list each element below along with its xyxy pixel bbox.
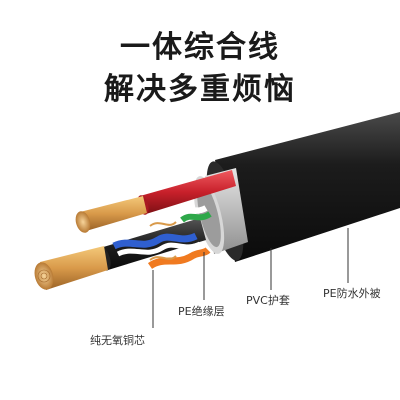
callout-pe-insulation: PE绝缘层 (178, 305, 225, 318)
callout-lines (152, 228, 349, 328)
callout-copper: 纯无氧铜芯 (90, 334, 145, 347)
headline-line-2: 解决多重烦恼 (104, 72, 296, 107)
headline-line-1: 一体综合线 (120, 30, 280, 65)
red-power-wire (75, 170, 236, 233)
callout-pvc-sheath: PVC护套 (246, 294, 290, 307)
callout-pe-outer: PE防水外被 (323, 287, 381, 300)
